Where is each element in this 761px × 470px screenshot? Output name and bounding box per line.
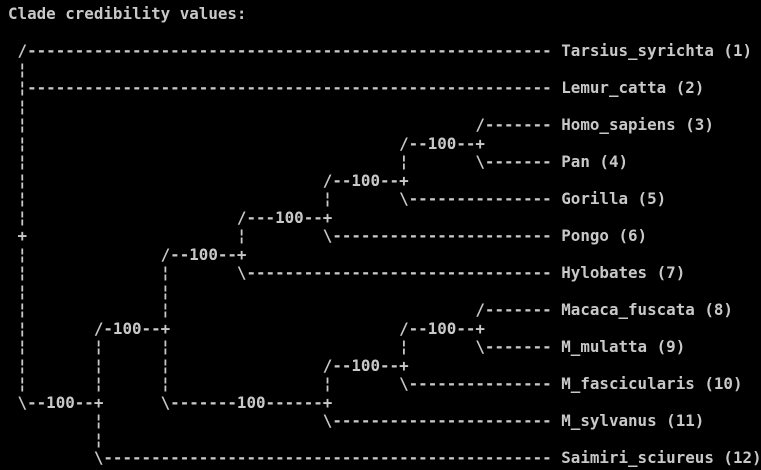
page-title: Clade credibility values: <box>8 4 247 23</box>
clade-credibility-tree: /---------------------------------------… <box>17 41 761 467</box>
